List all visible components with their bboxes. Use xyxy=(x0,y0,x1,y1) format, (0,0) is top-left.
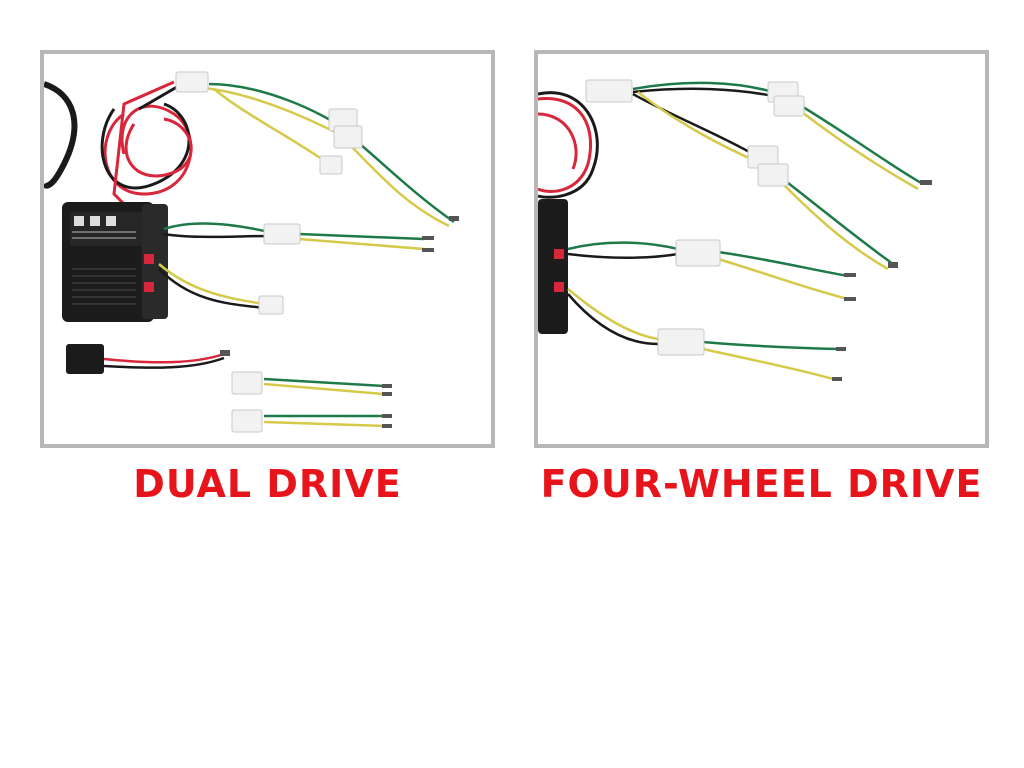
dual-drive-wiring-harness-image xyxy=(44,71,459,433)
white-connectors xyxy=(585,79,805,356)
motor-wires xyxy=(567,81,924,381)
red-black-wire-loops xyxy=(538,91,599,199)
four-wheel-drive-wiring-harness-image xyxy=(538,79,932,381)
dual-drive-photo xyxy=(40,50,495,448)
red-black-wire-loops xyxy=(100,80,193,216)
controller-module xyxy=(62,202,168,322)
wire-terminals xyxy=(832,180,932,381)
wire-terminals xyxy=(220,216,459,428)
four-wheel-drive-photo xyxy=(534,50,989,448)
controller-module xyxy=(538,199,568,334)
four-wheel-drive-caption: FOUR-WHEEL DRIVE xyxy=(540,462,983,506)
power-switch xyxy=(66,344,104,374)
dual-drive-caption: DUAL DRIVE xyxy=(133,462,402,506)
white-connectors xyxy=(175,71,363,433)
motor-wires xyxy=(103,82,455,428)
